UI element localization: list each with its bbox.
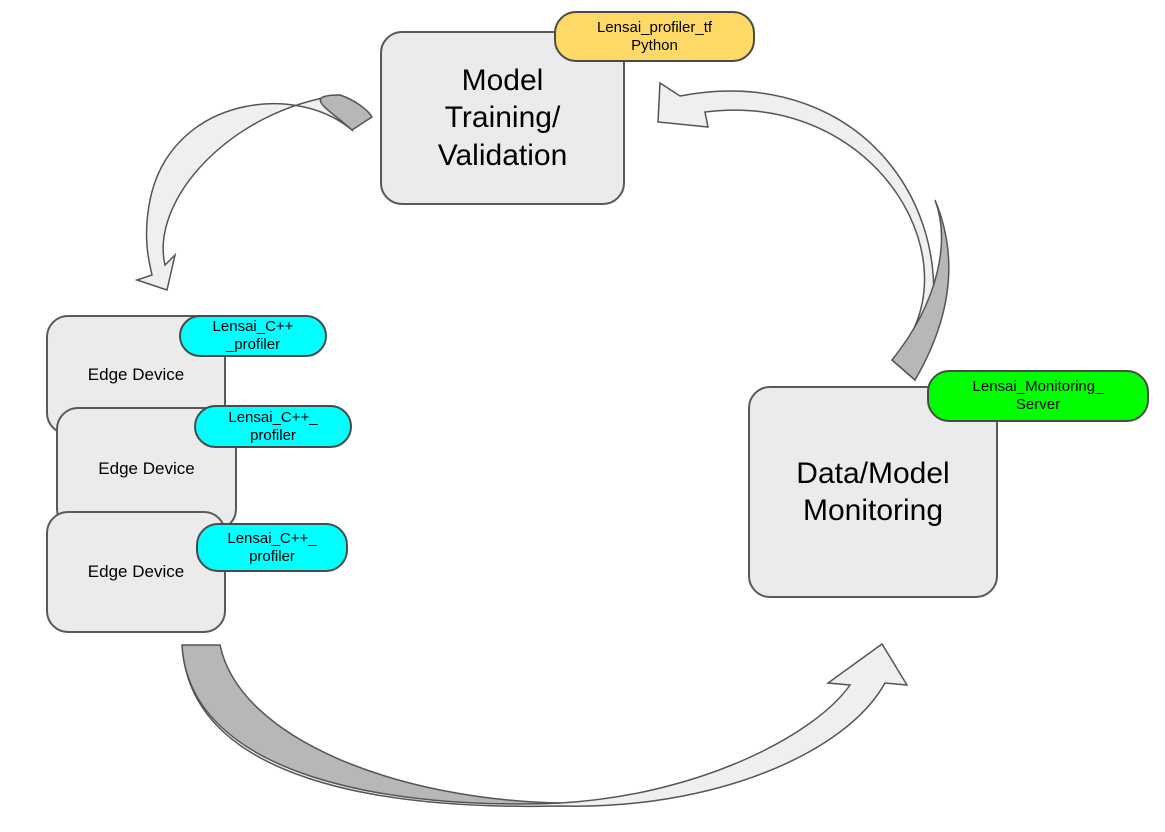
arrow-monitoring-to-training-inner	[890, 199, 950, 382]
arrow-edge-to-monitoring-outer	[181, 642, 909, 808]
arrow-monitoring-to-training-outer	[657, 81, 935, 382]
arrow-training-to-edge-outer	[134, 94, 354, 291]
data-model-monitoring-box: Data/Model Monitoring	[748, 386, 998, 598]
arrow-training-to-edge-inner	[319, 94, 374, 131]
cpp-profiler-tag-2: Lensai_C++_ profiler	[194, 405, 352, 448]
cpp-profiler-tag-3: Lensai_C++_ profiler	[196, 523, 348, 572]
edge-device-box-3: Edge Device	[46, 511, 226, 633]
monitoring-server-tag: Lensai_Monitoring_ Server	[927, 370, 1149, 422]
cpp-profiler-tag-1: Lensai_C++ _profiler	[179, 315, 327, 357]
profiler-tf-tag: Lensai_profiler_tf Python	[554, 11, 755, 62]
arrow-edge-to-monitoring-inner	[181, 644, 561, 805]
